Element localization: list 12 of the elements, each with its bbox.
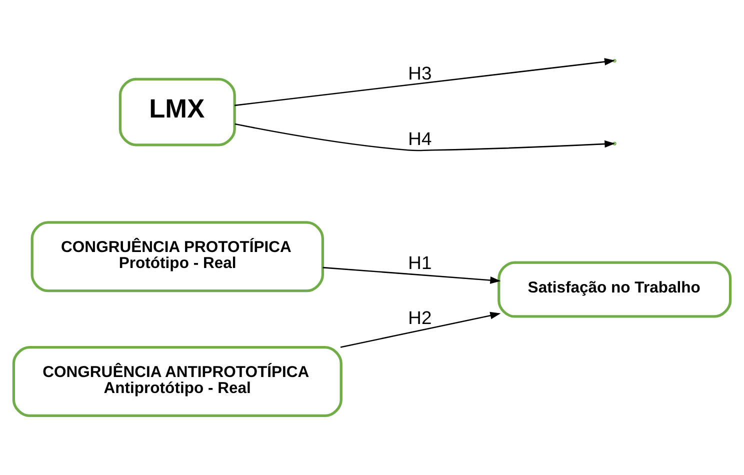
node-box: CONGRUÊNCIA ANTIPROTOTÍPICA Antiprotótipo - Real [12, 346, 342, 417]
arrow [322, 266, 501, 284]
edge-label: H3 [408, 62, 432, 83]
edge-label: H1 [408, 251, 432, 272]
arrow [234, 58, 616, 106]
arrow [340, 311, 501, 348]
arrow [234, 122, 616, 151]
node-box: Satisfação no Trabalho [498, 260, 732, 318]
node-box: LMX [118, 77, 236, 146]
node-box: CONGRUÊNCIA PROTOTÍPICA Protótipo - Real [30, 220, 324, 292]
edge-label: H2 [408, 306, 432, 328]
edge-label: H4 [408, 128, 432, 149]
